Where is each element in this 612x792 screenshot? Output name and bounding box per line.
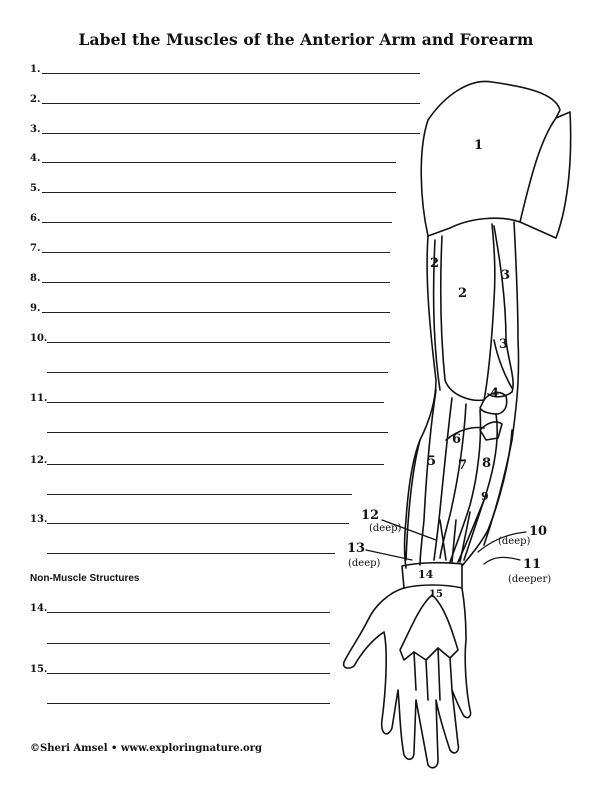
palmar-aponeurosis bbox=[399, 594, 459, 661]
question-number: 13. bbox=[30, 514, 48, 525]
finger-tendon bbox=[437, 647, 441, 701]
page-title: Label the Muscles of the Anterior Arm an… bbox=[78, 30, 534, 49]
diagram-label-2: 2 bbox=[458, 286, 468, 301]
question-number: 5. bbox=[30, 183, 41, 194]
diagram-label-15: 15 bbox=[429, 589, 443, 600]
brachialis-shape bbox=[487, 225, 514, 398]
answer-line[interactable] bbox=[47, 703, 330, 704]
answer-line[interactable] bbox=[42, 192, 396, 193]
diagram-label-12: 12 bbox=[361, 508, 380, 523]
answer-line[interactable] bbox=[47, 464, 384, 465]
question-number: 6. bbox=[30, 213, 41, 224]
answer-line[interactable] bbox=[47, 673, 330, 674]
copyright-footer: ©Sheri Amsel • www.exploringnature.org bbox=[30, 743, 262, 754]
forearm-outline-left bbox=[403, 439, 421, 569]
diagram-label-6: 6 bbox=[452, 432, 462, 447]
answer-line[interactable] bbox=[42, 162, 396, 163]
answer-line[interactable] bbox=[47, 432, 388, 433]
question-number: 12. bbox=[30, 455, 48, 466]
answer-line[interactable] bbox=[47, 612, 330, 613]
hand-outline bbox=[342, 587, 472, 769]
answer-line[interactable] bbox=[47, 402, 384, 403]
question-number: 9. bbox=[30, 303, 41, 314]
answer-line[interactable] bbox=[42, 133, 420, 134]
diagram-sublabel-deep: (deep) bbox=[369, 523, 402, 534]
question-number: 14. bbox=[30, 603, 48, 614]
question-number: 8. bbox=[30, 273, 41, 284]
answer-line[interactable] bbox=[42, 73, 420, 74]
leader-line-13 bbox=[365, 549, 413, 561]
biceps-shape bbox=[439, 223, 496, 402]
forearm-muscle-line bbox=[445, 426, 485, 441]
question-number: 3. bbox=[30, 124, 41, 135]
leader-line-11 bbox=[483, 556, 521, 565]
upper-arm-outline bbox=[405, 235, 437, 561]
forearm-muscle-line bbox=[439, 403, 467, 559]
answer-line[interactable] bbox=[42, 103, 420, 104]
finger-tendon bbox=[449, 657, 453, 691]
forearm-tendon bbox=[459, 511, 471, 563]
forearm-muscle-line bbox=[479, 421, 503, 441]
question-number: 11. bbox=[30, 393, 48, 404]
diagram-label-2: 2 bbox=[430, 256, 440, 271]
answer-line[interactable] bbox=[42, 312, 390, 313]
question-number: 2. bbox=[30, 94, 41, 105]
diagram-sublabel-deep: (deep) bbox=[498, 536, 531, 547]
answer-line[interactable] bbox=[47, 643, 330, 644]
deltoid-shape bbox=[420, 80, 572, 239]
diagram-label-13: 13 bbox=[347, 541, 366, 556]
question-number: 1. bbox=[30, 64, 41, 75]
finger-tendon bbox=[425, 659, 429, 701]
diagram-label-9: 9 bbox=[481, 490, 489, 503]
diagram-label-4: 4 bbox=[490, 386, 500, 401]
question-number: 15. bbox=[30, 664, 48, 675]
answer-line[interactable] bbox=[42, 282, 390, 283]
leader-line-10 bbox=[477, 531, 527, 553]
forearm-tendon bbox=[439, 519, 447, 561]
diagram-label-11: 11 bbox=[523, 557, 542, 572]
answer-line[interactable] bbox=[47, 494, 352, 495]
section-heading: Non-Muscle Structures bbox=[30, 573, 140, 584]
diagram-label-5: 5 bbox=[427, 454, 437, 469]
forearm-muscle-line bbox=[449, 409, 482, 563]
diagram-sublabel-deep: (deep) bbox=[348, 558, 381, 569]
diagram-label-3: 3 bbox=[499, 337, 509, 352]
answer-line[interactable] bbox=[42, 222, 392, 223]
diagram-label-3: 3 bbox=[501, 268, 511, 283]
question-number: 7. bbox=[30, 243, 41, 254]
forearm-tendon bbox=[451, 519, 457, 563]
muscle-4-shape bbox=[479, 391, 508, 415]
diagram-label-8: 8 bbox=[482, 456, 492, 471]
forearm-muscle-line bbox=[433, 397, 453, 561]
answer-line[interactable] bbox=[42, 252, 390, 253]
diagram-label-7: 7 bbox=[458, 458, 468, 473]
biceps-inner-line bbox=[432, 239, 441, 391]
diagram-label-14: 14 bbox=[418, 568, 434, 581]
forearm-outline-right bbox=[461, 429, 513, 567]
leader-line-12 bbox=[381, 519, 437, 541]
question-number: 10. bbox=[30, 333, 48, 344]
answer-line[interactable] bbox=[47, 372, 388, 373]
answer-line[interactable] bbox=[47, 523, 349, 524]
question-number: 4. bbox=[30, 153, 41, 164]
answer-line[interactable] bbox=[47, 342, 390, 343]
forearm-tendon bbox=[463, 499, 485, 561]
diagram-label-1: 1 bbox=[474, 138, 484, 153]
shoulder-cap-line bbox=[519, 117, 557, 223]
forearm-muscle-line bbox=[419, 389, 437, 566]
diagram-label-10: 10 bbox=[529, 524, 548, 539]
brachialis-inner bbox=[493, 339, 513, 389]
diagram-sublabel-deeper: (deeper) bbox=[508, 574, 552, 585]
answer-line[interactable] bbox=[47, 553, 335, 554]
finger-tendon bbox=[413, 651, 417, 691]
